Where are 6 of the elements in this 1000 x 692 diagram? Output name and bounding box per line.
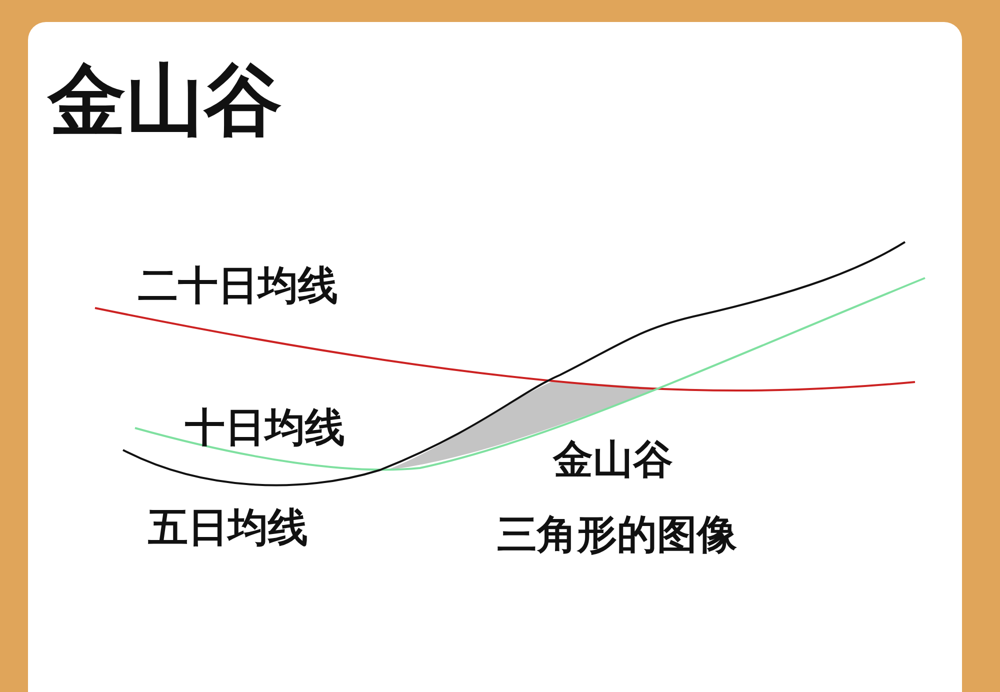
curve-label: 三角形的图像: [497, 515, 737, 555]
curve-label: 十日均线: [185, 408, 345, 448]
page-title: 金山谷: [48, 62, 282, 140]
curve-label: 金山谷: [553, 440, 673, 480]
curve-label: 二十日均线: [138, 266, 338, 306]
curve-label: 五日均线: [148, 508, 308, 548]
